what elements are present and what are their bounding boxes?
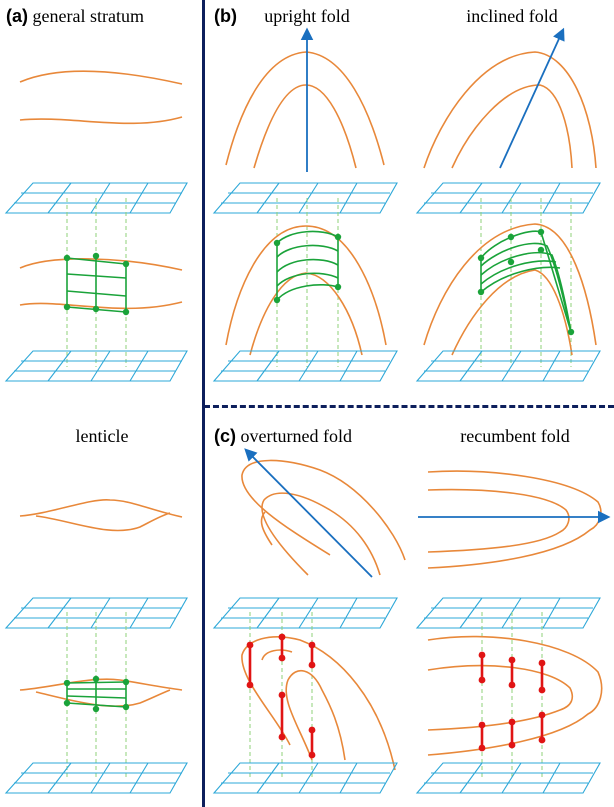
stratum-a-lower	[19, 258, 183, 310]
bottom-grid-lenticle	[4, 762, 188, 794]
top-grid-overturned	[212, 597, 398, 629]
stratum-curves	[19, 70, 183, 125]
bottom-grid-inclined	[415, 350, 601, 382]
top-grid-inclined	[415, 182, 601, 214]
projection-lines-recumbent	[481, 612, 543, 780]
inclined-fold-lower	[423, 223, 597, 356]
recumbent-fold-lower	[427, 635, 603, 756]
control-mesh-overturned	[246, 633, 316, 759]
bottom-grid-upright	[212, 350, 398, 382]
panel-c-letter: (c)	[214, 426, 236, 446]
bottom-grid-overturned	[212, 762, 398, 794]
overturned-fold-curves	[241, 459, 406, 576]
inclined-fold-curves	[423, 51, 597, 169]
panel-a-title: general stratum	[32, 6, 144, 26]
inclined-fold-title: inclined fold	[466, 6, 558, 26]
panel-c-label: (c) overturned fold	[214, 426, 352, 447]
control-mesh-a	[63, 252, 130, 316]
top-grid-upright	[212, 182, 398, 214]
panel-a-label: (a) general stratum	[6, 6, 144, 27]
lenticle-lower	[19, 678, 183, 707]
overturned-fold-lower	[241, 636, 396, 771]
control-mesh-inclined	[477, 228, 575, 336]
control-mesh-lenticle	[63, 675, 130, 713]
control-mesh-upright	[273, 230, 342, 304]
bottom-grid-a	[4, 350, 188, 382]
recumbent-fold-title: recumbent fold	[460, 426, 570, 446]
panel-b-letter-wrap: (b)	[214, 6, 237, 27]
vertical-divider	[202, 0, 205, 807]
overturned-fold-axis	[244, 448, 373, 578]
lenticle-shape	[19, 499, 183, 532]
top-grid-recumbent	[415, 597, 601, 629]
panel-a-letter: (a)	[6, 6, 28, 26]
control-mesh-recumbent	[478, 651, 546, 752]
panel-b-letter: (b)	[214, 6, 237, 26]
upright-fold-title: upright fold	[264, 6, 350, 26]
horizontal-dashed-divider	[204, 405, 614, 408]
projection-lines-inclined	[480, 198, 572, 367]
bottom-grid-recumbent	[415, 762, 601, 794]
lenticle-title: lenticle	[75, 426, 129, 446]
top-grid-a	[4, 182, 188, 214]
recumbent-fold-curves	[427, 470, 602, 569]
upright-fold-curves	[225, 51, 385, 169]
inclined-fold-axis	[499, 27, 565, 169]
top-grid-lenticle	[4, 597, 188, 629]
overturned-fold-title: overturned fold	[240, 426, 352, 446]
